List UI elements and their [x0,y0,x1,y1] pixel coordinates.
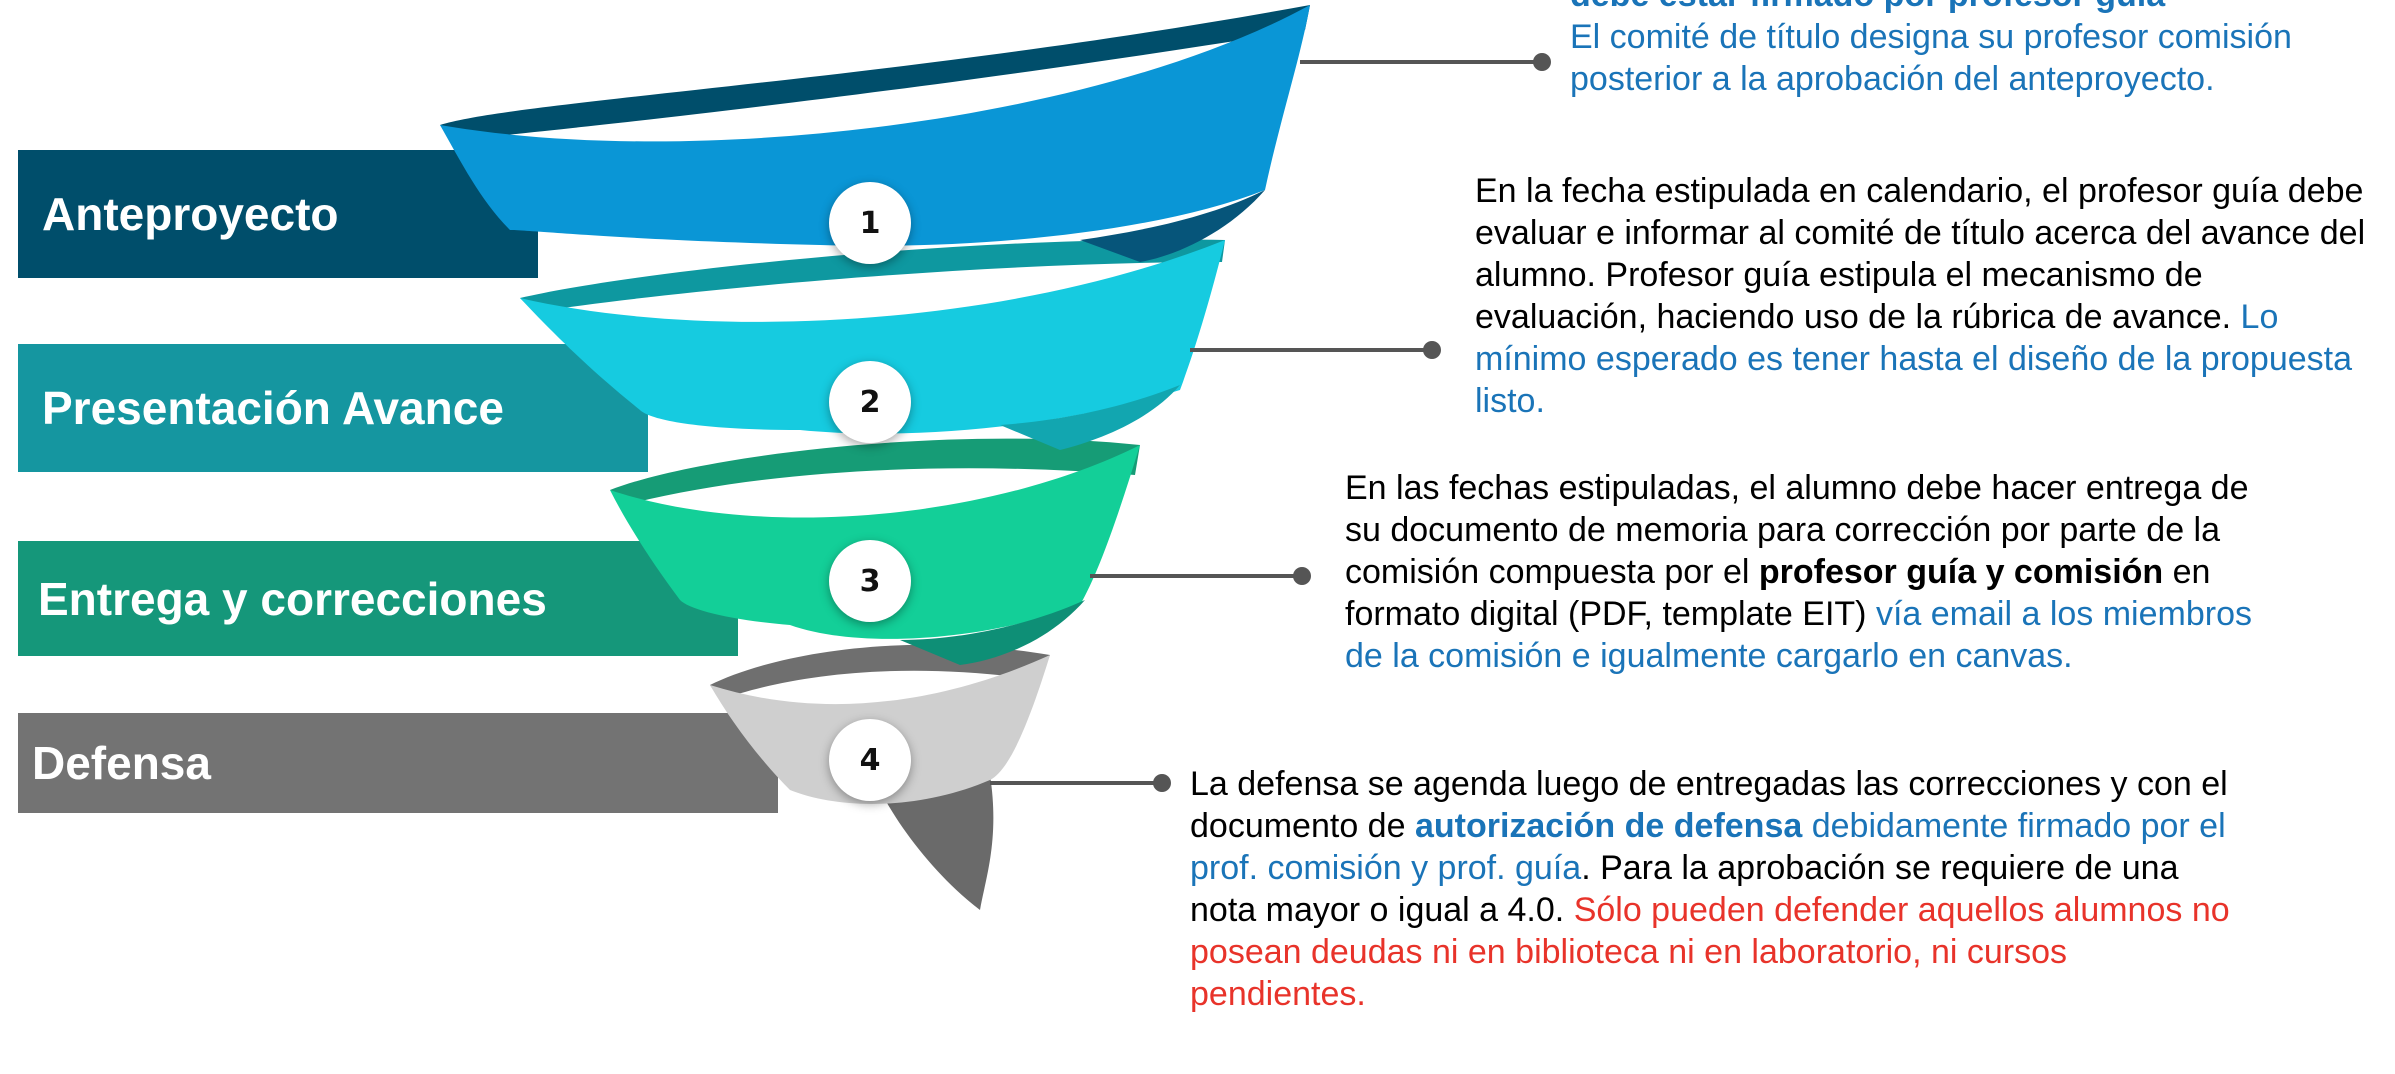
funnel-ribbon-3-shadow [900,600,1085,665]
connector-dot-3 [1293,567,1311,585]
description-text: El comité de título designa su profesor … [1570,18,2292,98]
stage-label: Presentación Avance [42,382,504,434]
stage-band-defensa: Defensa [18,713,778,813]
funnel-tail [880,775,994,910]
description-text: . Para la aprobación se requiere de una … [1190,849,2179,929]
description-anteproyecto: debe estar firmado por profesor guía El … [1570,0,2330,100]
connector-dot-4 [1153,774,1171,792]
funnel-ribbon-2-back [520,239,1225,312]
stage-band-presentacion-avance: Presentación Avance [18,344,648,472]
description-bold: profesor guía y comisión [1758,553,2164,591]
connector-dot-1 [1533,53,1551,71]
description-highlight: vía email a los miembros de la comisión … [1345,595,2252,675]
step-number-badge: 2 [829,361,911,443]
funnel-ribbon-2 [520,240,1225,434]
funnel-ribbon-2-shadow [1000,385,1180,450]
stage-label: Entrega y correcciones [38,572,547,625]
step-number-badge: 1 [829,182,911,264]
description-warning: Sólo pueden defender aquellos alumnos no… [1190,891,2230,1013]
description-presentacion-avance: En la fecha estipulada en calendario, el… [1475,170,2375,422]
stage-band-entrega-correcciones: Entrega y correcciones [18,541,738,656]
description-text: en formato digital (PDF, template EIT) [1345,553,2211,633]
description-highlight: Lo mínimo esperado es tener hasta el dis… [1475,298,2352,420]
step-number-badge: 3 [829,540,911,622]
stage-label: Anteproyecto [42,188,339,240]
funnel-ribbon-1-back [440,5,1310,140]
description-text: La defensa se agenda luego de entregadas… [1190,765,2228,845]
description-cut-line: debe estar firmado por profesor guía [1570,0,2330,16]
stage-label: Defensa [32,737,211,789]
description-blue: debidamente firmado por el prof. comisió… [1190,807,2226,887]
description-text: En la fecha estipulada en calendario, el… [1475,172,2366,336]
description-bold-blue: autorización de defensa [1414,807,1803,845]
description-entrega-correcciones: En las fechas estipuladas, el alumno deb… [1345,467,2265,677]
funnel-ribbon-1 [440,5,1310,246]
step-number-badge: 4 [829,719,911,801]
funnel-ribbon-3-back [610,438,1140,505]
stage-band-anteproyecto: Anteproyecto [18,150,538,278]
connector-dot-2 [1423,341,1441,359]
description-defensa: La defensa se agenda luego de entregadas… [1190,763,2240,1015]
funnel-ribbon-1-shadow [1080,190,1265,262]
description-text: En las fechas estipuladas, el alumno deb… [1345,469,2249,591]
